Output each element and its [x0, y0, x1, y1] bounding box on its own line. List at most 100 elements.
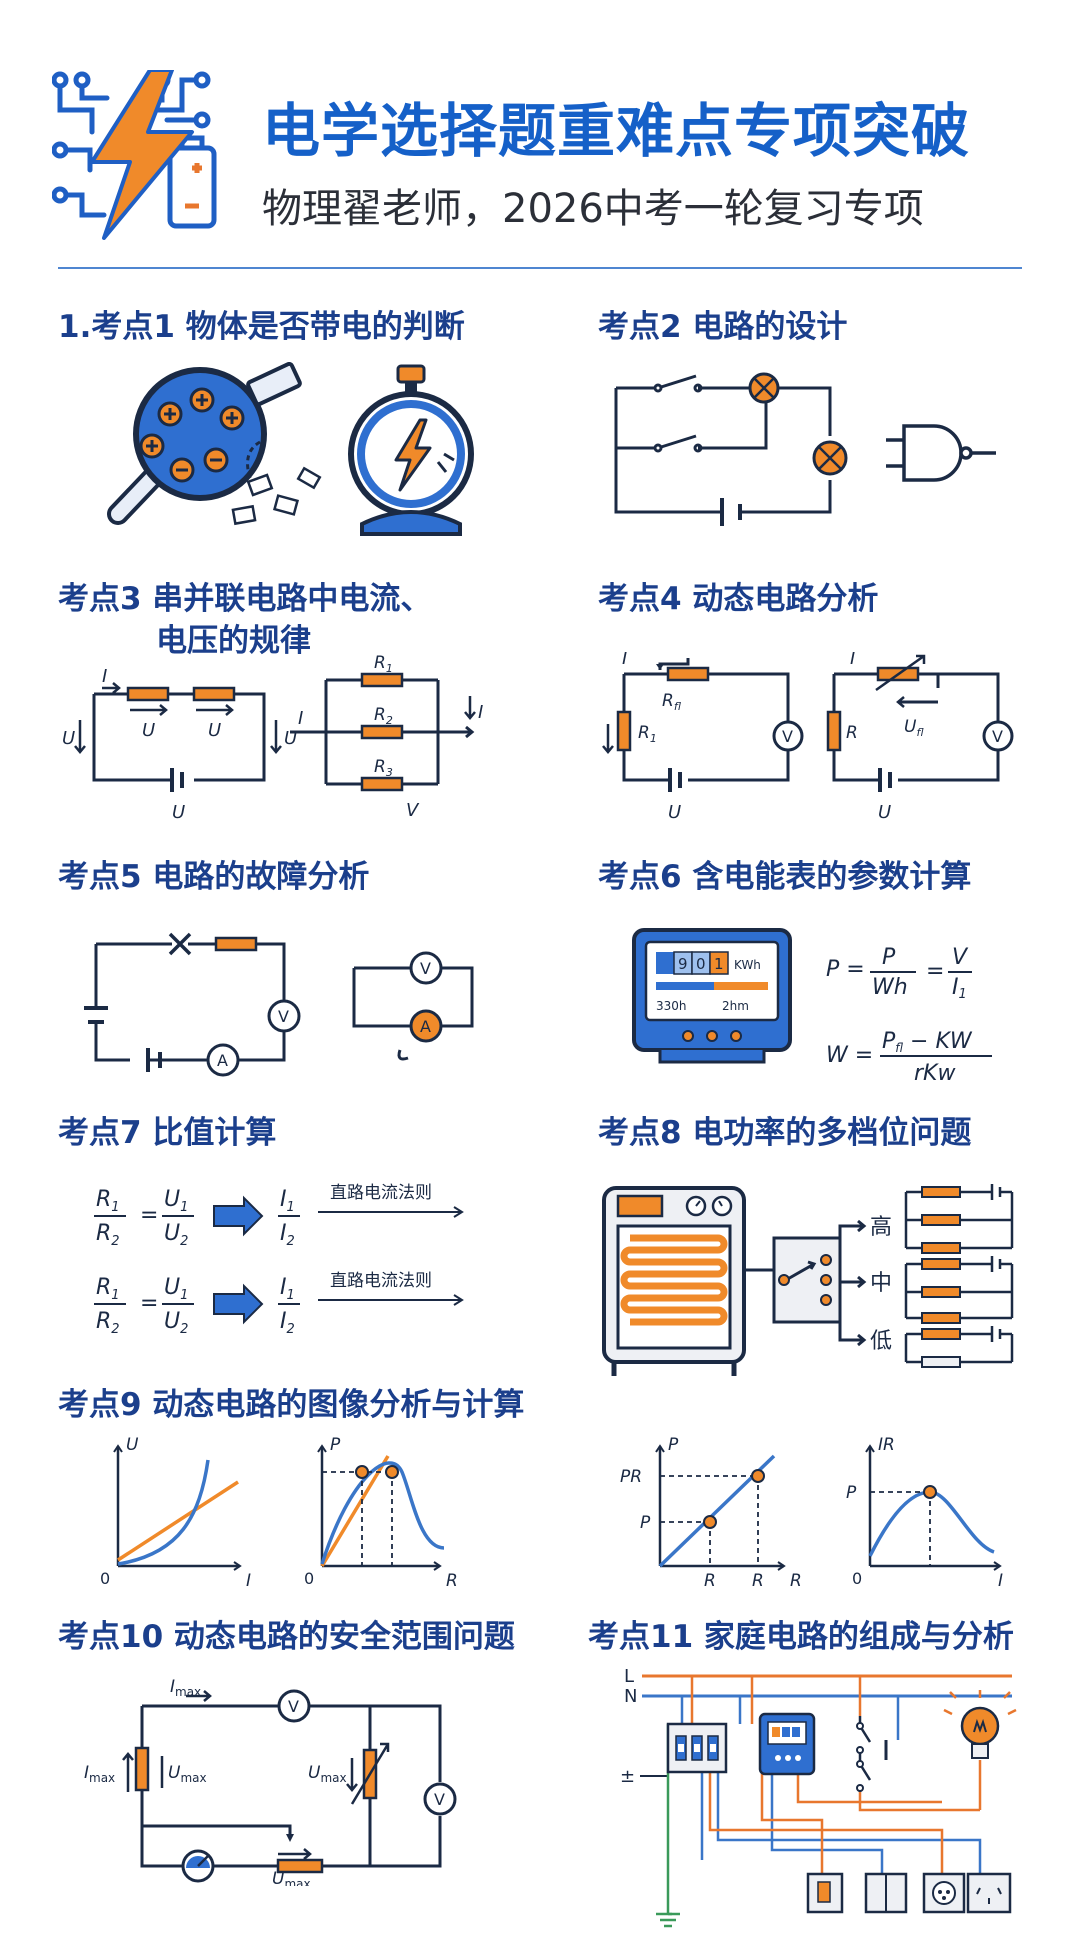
g1-axis-U: U	[126, 1436, 139, 1455]
g4-axis-IR: IR	[878, 1436, 895, 1455]
ratio-u2-b: U2	[164, 1309, 188, 1337]
label-I-in: I	[298, 708, 303, 729]
switch-1-icon	[806, 1872, 844, 1914]
lamp-2-icon	[812, 440, 848, 476]
rule-label-2: 直路电流法则	[330, 1271, 432, 1291]
fault-analysis-figure: V A V A	[84, 932, 474, 1077]
section-4-heading: 考点4 动态电路分析	[598, 581, 879, 617]
eq1-num1: P	[882, 945, 896, 970]
g3-label-R2: R	[752, 1571, 764, 1591]
label-U-r2: U	[208, 720, 221, 741]
section-1-heading: 1.考点1 物体是否带电的判断	[58, 309, 465, 345]
electroscope-icon	[348, 364, 474, 536]
label-Rp-dyn: Rfl	[662, 691, 682, 713]
eq1-lhs: P =	[826, 957, 865, 982]
label-I-dyn2: I	[850, 652, 855, 669]
label-R1: R1	[374, 653, 393, 675]
gauge-icon	[181, 1849, 215, 1883]
g3-label-P: P	[640, 1513, 651, 1533]
light-bulb-icon	[943, 1690, 1017, 1759]
heater-icon	[602, 1186, 746, 1376]
charge-detection-figure	[107, 362, 474, 536]
eq1-den1: Wh	[872, 975, 908, 1000]
g2-origin: 0	[304, 1569, 314, 1588]
ratio-u1: U1	[164, 1187, 188, 1215]
ratio-r2: R2	[96, 1221, 120, 1249]
label-V-parallel: V	[406, 800, 420, 821]
label-U-r1: U	[142, 720, 155, 741]
eq2-lhs: W =	[826, 1043, 873, 1068]
page-subtitle: 物理翟老师，2026中考一轮复习专项	[262, 186, 924, 232]
ground-label: ±	[620, 1766, 635, 1787]
g3-axis-P: P	[668, 1436, 679, 1455]
label-Up-dyn: Ufl	[904, 717, 924, 739]
label-U-source: U	[172, 802, 185, 823]
voltmeter-V-2: V	[992, 727, 1003, 746]
ratio-r1: R1	[96, 1187, 120, 1215]
ratio-i1: I1	[280, 1187, 295, 1215]
fault-voltmeter-V: V	[278, 1007, 289, 1026]
magnifier-icon	[107, 362, 322, 526]
ratio-eq: =	[140, 1203, 158, 1228]
g4-label-P: P	[846, 1483, 857, 1503]
label-R3: R3	[374, 757, 393, 779]
section-3-heading-line2: 电压的规律	[156, 623, 311, 659]
label-R1-dyn: R1	[638, 723, 657, 745]
section-9-heading: 考点9 动态电路的图像分析与计算	[58, 1387, 525, 1423]
socket-icon	[922, 1872, 966, 1914]
label-I-out: I	[478, 702, 483, 723]
level-mid: 中	[870, 1271, 892, 1296]
dynamic-graph-figure: U 0 I P 0 R P PR P R R	[100, 1436, 1003, 1591]
graph-3: P PR P R R R	[620, 1436, 802, 1591]
fault-voltmeter-V-2: V	[420, 959, 431, 978]
eq1-den2: I1	[952, 975, 967, 1002]
ratio-i2-b: I2	[280, 1309, 295, 1337]
energy-meter-figure: 9 0 1 KWh 330h 2hm P = P Wh = V I1 W = P…	[632, 928, 992, 1086]
ratio-i1-b: I1	[280, 1275, 295, 1303]
line-L-label: L	[624, 1666, 634, 1687]
label-I: I	[102, 666, 107, 687]
section-7-heading: 考点7 比值计算	[58, 1115, 277, 1151]
graph-2: P 0 R	[304, 1436, 458, 1591]
multi-level-heater-figure: 高 中 低	[602, 1184, 1014, 1376]
ratio-u2: U2	[164, 1221, 188, 1249]
series-parallel-figure: I U U U U U I I R1 R2 R3 V	[62, 653, 483, 823]
ratio-i2: I2	[280, 1221, 295, 1249]
eq2-den: rKw	[914, 1061, 956, 1086]
circuit-bolt-logo-icon	[52, 70, 217, 240]
ratio-eq-b: =	[140, 1291, 158, 1316]
section-8-heading: 考点8 电功率的多档位问题	[598, 1115, 972, 1151]
meter-unit: KWh	[734, 958, 761, 972]
label-U-dyn1: U	[668, 802, 681, 823]
household-meter-icon	[758, 1712, 816, 1776]
fault-ammeter-A-2: A	[420, 1017, 431, 1036]
eq1-num2: V	[952, 945, 969, 970]
eq2-num: Pfl − KW	[882, 1029, 973, 1055]
g1-origin: 0	[100, 1569, 110, 1588]
three-pin-socket-icon	[966, 1872, 1012, 1914]
meter-digit-3: 1	[714, 955, 724, 973]
meter-digit-2: 0	[696, 955, 706, 973]
meter-right-text: 2hm	[722, 999, 749, 1013]
switch-2-icon	[864, 1872, 908, 1914]
voltmeter-V-1: V	[782, 727, 793, 746]
label-Umax-bottom: Umax	[272, 1869, 311, 1886]
g4-axis-I: I	[998, 1571, 1003, 1591]
safety-voltmeter-2: V	[434, 1790, 445, 1809]
section-11-heading: 考点11 家庭电路的组成与分析	[588, 1619, 1014, 1655]
label-R-dyn2: R	[846, 723, 858, 743]
page-title: 电学选择题重难点专项突破	[262, 97, 971, 165]
ratio-r2-b: R2	[96, 1309, 120, 1337]
section-5-heading: 考点5 电路的故障分析	[58, 859, 370, 895]
dynamic-circuit-figure: V I R1 Rfl U V I R Ufl U	[602, 652, 1014, 823]
label-Umax-left: Umax	[168, 1763, 207, 1785]
g3-axis-R: R	[790, 1571, 802, 1591]
circuit-design-figure	[614, 372, 996, 526]
label-R2: R2	[374, 705, 393, 727]
section-10-heading: 考点10 动态电路的安全范围问题	[58, 1619, 515, 1655]
g3-label-PR: PR	[620, 1467, 642, 1487]
ratio-r1-b: R1	[96, 1275, 120, 1303]
ratio-figure: R1 R2 U1 U2 I1 I2 = R1 R2 U1 U2 I1 I2 = …	[94, 1183, 464, 1337]
meter-digit-1: 9	[678, 955, 688, 973]
